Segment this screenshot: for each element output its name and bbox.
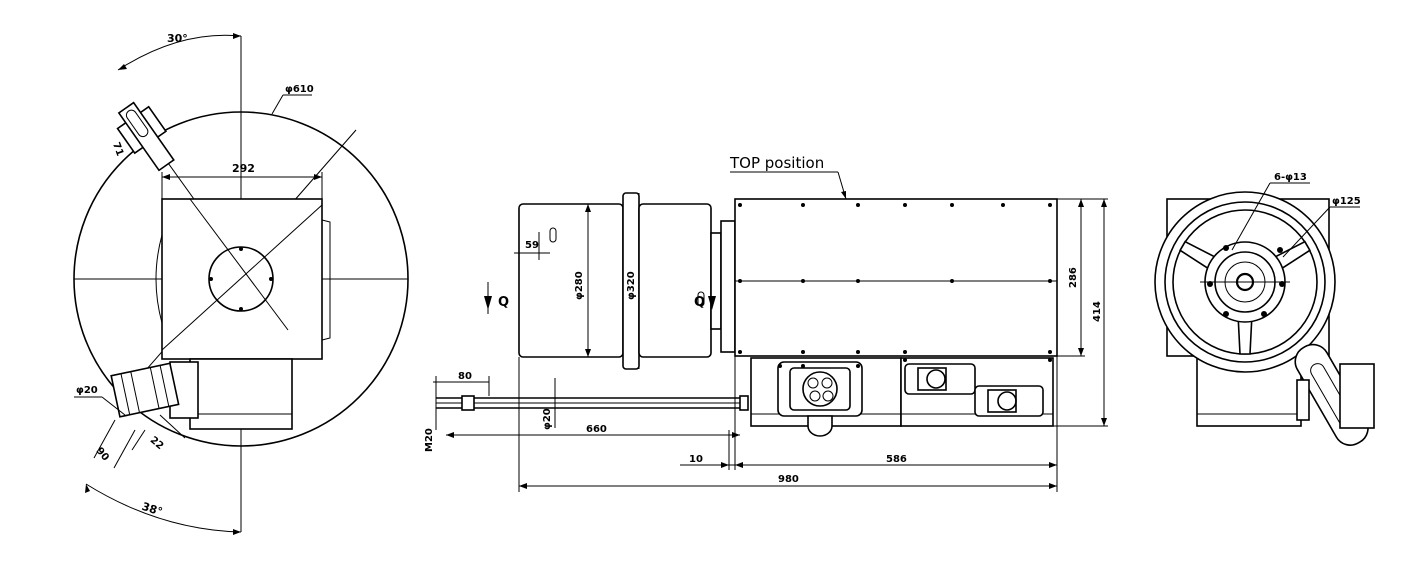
- cylinder-280: [518, 203, 624, 358]
- dim-71: 71: [110, 141, 125, 158]
- dia-320: φ320: [626, 271, 637, 300]
- dim-22: 22: [148, 435, 166, 452]
- dim-414: 414: [1092, 301, 1103, 322]
- dim-660: 660: [586, 424, 607, 435]
- dia-20-rod: φ20: [542, 408, 553, 430]
- motor-body: [161, 198, 323, 360]
- section-q-right: Q: [694, 295, 705, 310]
- side-view: 59 φ280 φ320 Q Q TOP position: [424, 154, 1108, 492]
- top-position-label: TOP position: [729, 154, 824, 172]
- dia-20: φ20: [76, 385, 98, 396]
- dim-90: 90: [93, 446, 110, 464]
- main-housing: [734, 198, 1058, 357]
- angle-38: 38°: [140, 500, 164, 519]
- dia-280: φ280: [574, 271, 585, 300]
- dim-10: 10: [689, 454, 703, 465]
- section-q-left: Q: [498, 295, 509, 310]
- dia-125: φ125: [1332, 196, 1361, 207]
- dia-610: φ610: [285, 84, 314, 95]
- dim-80: 80: [458, 371, 472, 382]
- holes-6-13: 6-φ13: [1274, 172, 1307, 183]
- right-view: 6-φ13 φ125: [1154, 172, 1375, 446]
- dim-286: 286: [1068, 267, 1079, 288]
- dim-292: 292: [232, 162, 255, 175]
- dim-59: 59: [525, 240, 539, 251]
- dim-980: 980: [778, 474, 799, 485]
- angle-30: 30°: [167, 32, 188, 45]
- left-view: 292 71 30° φ610 φ20: [73, 32, 409, 535]
- dim-586: 586: [886, 454, 907, 465]
- thread-m20: M20: [424, 428, 435, 452]
